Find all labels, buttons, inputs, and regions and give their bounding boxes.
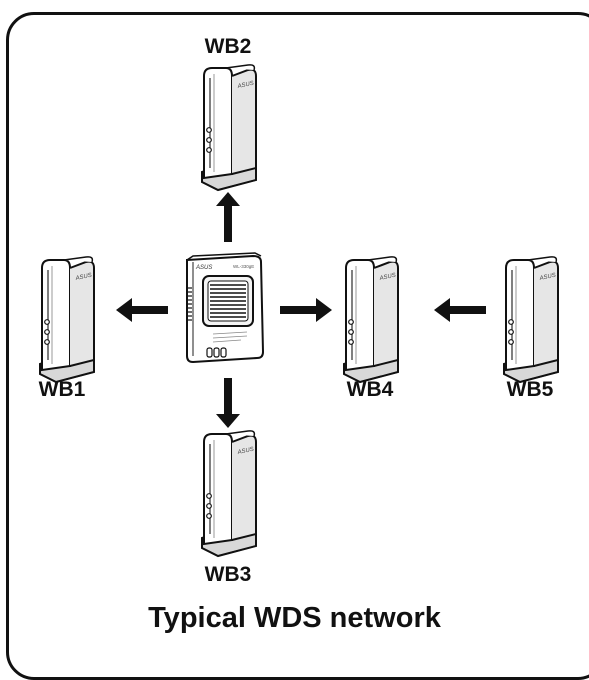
node-label-wb4: WB4 (346, 378, 394, 401)
arrow-root-to-wb1 (116, 298, 168, 322)
arrow-root-to-wb4 (280, 298, 332, 322)
root-brand-text: ASUS (195, 265, 212, 271)
root-access-point: ASUS WL-330gE (186, 252, 265, 364)
node-label-wb1: WB1 (38, 378, 86, 401)
arrow-root-to-wb3 (216, 378, 240, 428)
diagram-title: Typical WDS network (148, 602, 441, 634)
wireless-bridge-wb2 (201, 63, 257, 191)
arrow-root-to-wb2 (216, 192, 240, 242)
wireless-bridge-wb1 (39, 255, 95, 383)
root-model-text: WL-330gE (233, 264, 254, 269)
node-label-wb5: WB5 (506, 378, 554, 401)
wireless-bridge-wb4 (343, 255, 399, 383)
arrow-wb5-to-wb4 (434, 298, 486, 322)
node-label-wb2: WB2 (204, 35, 252, 58)
wireless-bridge-wb5 (503, 255, 559, 383)
wireless-bridge-wb3 (201, 429, 257, 557)
node-label-wb3: WB3 (204, 563, 252, 586)
